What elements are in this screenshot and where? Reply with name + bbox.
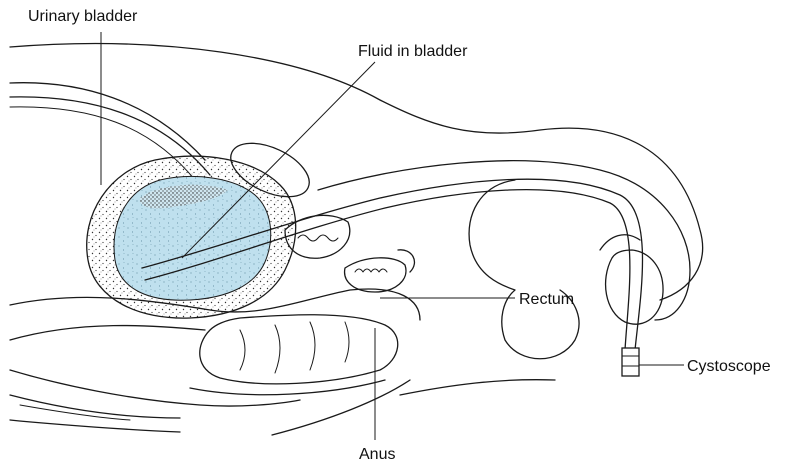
- lower-body-outline-2: [10, 395, 180, 418]
- seminal-vesicle-lobes: [355, 269, 387, 272]
- label-urinary-bladder: Urinary bladder: [28, 8, 138, 25]
- glans: [606, 250, 663, 324]
- lower-body-outline-3: [20, 405, 130, 420]
- label-cystoscope: Cystoscope: [687, 358, 771, 375]
- penis-lower-outline: [600, 235, 640, 250]
- abdominal-wall-inner-1: [10, 83, 205, 160]
- buttock-curve: [272, 380, 555, 435]
- colon-loop: [200, 315, 398, 384]
- label-fluid-in-bladder: Fluid in bladder: [358, 43, 468, 60]
- lower-edge: [10, 420, 180, 432]
- label-rectum: Rectum: [519, 291, 574, 308]
- prostate-folds: [298, 235, 338, 241]
- lower-body-outline-1: [10, 370, 300, 406]
- penis-upper-outline: [318, 161, 690, 320]
- cystoscope-handle: [622, 348, 639, 376]
- seminal-vesicle: [345, 258, 406, 292]
- label-anus: Anus: [359, 446, 395, 463]
- scrotum: [469, 180, 579, 359]
- colon-haustra: [240, 322, 349, 373]
